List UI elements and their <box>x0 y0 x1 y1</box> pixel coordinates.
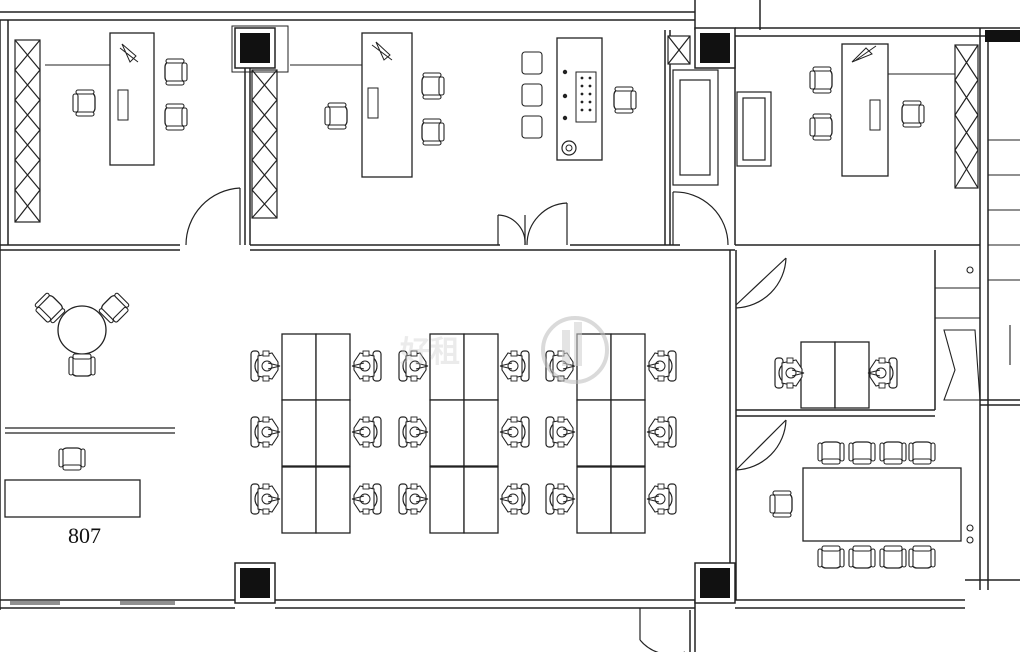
workstation-desk <box>463 399 499 467</box>
watermark-logo: 好租 <box>399 316 609 384</box>
swivel-chair <box>351 350 382 382</box>
doors <box>185 187 787 652</box>
workstation-desk <box>610 333 646 401</box>
window-strip <box>10 601 175 605</box>
small-meeting-room <box>774 341 898 409</box>
swivel-chair <box>545 483 576 515</box>
swivel-chair <box>351 483 382 515</box>
conference-room <box>769 441 962 569</box>
swivel-chair <box>398 483 429 515</box>
office-chair <box>901 100 925 128</box>
office-chair <box>164 103 188 131</box>
swivel-chair <box>250 483 281 515</box>
workstation-desk <box>315 333 351 401</box>
service-area <box>935 139 1020 544</box>
swivel-chair <box>499 416 530 448</box>
swivel-chair <box>398 416 429 448</box>
office-chair <box>809 66 833 94</box>
workstation-desk <box>281 399 317 467</box>
swivel-chair <box>774 357 805 389</box>
column <box>234 562 276 604</box>
watermark-text: 好租 <box>399 335 460 370</box>
swivel-chair <box>499 350 530 382</box>
workstation-desk <box>463 466 499 534</box>
office-room-3 <box>809 43 955 177</box>
office-room-2 <box>290 32 445 178</box>
swivel-chair <box>250 350 281 382</box>
swivel-chair <box>545 416 576 448</box>
conference-chair <box>817 441 845 465</box>
swivel-chair <box>646 483 677 515</box>
storage-shelves <box>14 35 979 223</box>
conference-chair <box>879 545 907 569</box>
workstation-desk <box>315 399 351 467</box>
workstation-desk <box>315 466 351 534</box>
column <box>234 27 276 69</box>
column <box>694 27 736 69</box>
office-chair <box>421 118 445 146</box>
lounge-sofa <box>672 69 772 186</box>
workstation-desk <box>576 399 612 467</box>
conference-chair <box>769 490 793 518</box>
office-chair <box>324 102 348 130</box>
conference-chair <box>817 545 845 569</box>
swivel-chair <box>646 416 677 448</box>
workstation-desk <box>576 466 612 534</box>
office-chair <box>72 89 96 117</box>
office-chair <box>613 86 637 114</box>
swivel-chair <box>646 350 677 382</box>
column <box>694 562 736 604</box>
structural-columns <box>231 25 1020 604</box>
workstation-desk <box>610 399 646 467</box>
reception-chair <box>58 447 86 471</box>
equipment-counter <box>521 37 637 161</box>
workstation-desk <box>281 466 317 534</box>
conference-chair <box>908 441 936 465</box>
swivel-chair <box>867 357 898 389</box>
office-chair <box>164 58 188 86</box>
conference-chair <box>848 441 876 465</box>
workstation-desk <box>281 333 317 401</box>
swivel-chair <box>499 483 530 515</box>
office-chair <box>421 72 445 100</box>
lounge-chair <box>68 353 96 377</box>
room-number-label: 807 <box>68 523 101 548</box>
office-room-1 <box>45 32 188 166</box>
conference-chair <box>908 545 936 569</box>
conference-chair <box>879 441 907 465</box>
workstation-desk <box>610 466 646 534</box>
workstation-desk <box>463 333 499 401</box>
workstation-desk <box>429 399 465 467</box>
swivel-chair <box>250 416 281 448</box>
workstation-desk <box>429 466 465 534</box>
conference-chair <box>848 545 876 569</box>
reception-counter <box>4 427 175 518</box>
office-chair <box>809 113 833 141</box>
workstation-clusters <box>250 333 677 534</box>
round-table-set <box>31 291 133 377</box>
swivel-chair <box>351 416 382 448</box>
